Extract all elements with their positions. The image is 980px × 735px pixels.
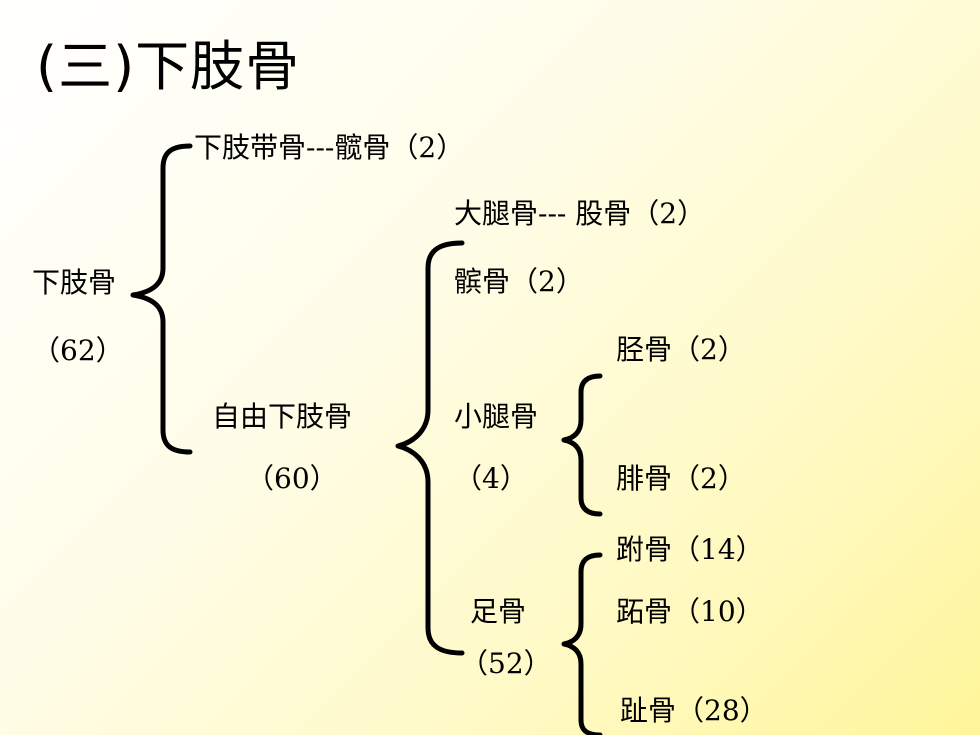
- leg-count: （4）: [454, 462, 528, 495]
- fibula-label: 腓骨（2）: [616, 462, 746, 495]
- free-limb-count: （60）: [246, 462, 338, 495]
- root-brace: [130, 143, 193, 455]
- tarsal-label: 跗骨（14）: [616, 533, 764, 566]
- metatarsal-label: 跖骨（10）: [616, 595, 764, 628]
- root-count: （62）: [32, 334, 124, 367]
- girdle-label: 下肢带骨---髋骨（2）: [194, 131, 465, 164]
- patella-label: 髌骨（2）: [454, 265, 584, 298]
- thigh-label: 大腿骨--- 股骨（2）: [454, 197, 706, 230]
- free-limb-brace: [395, 240, 465, 656]
- tibia-label: 胫骨（2）: [616, 333, 746, 366]
- leg-brace: [561, 373, 603, 517]
- page-title: (三)下肢骨: [36, 35, 301, 98]
- leg-name: 小腿骨: [454, 400, 539, 433]
- root-name: 下肢骨: [32, 266, 117, 299]
- foot-count: （52）: [460, 647, 552, 680]
- phalanges-label: 趾骨（28）: [620, 694, 768, 727]
- foot-name: 足骨: [470, 595, 527, 628]
- foot-brace: [561, 552, 603, 735]
- free-limb-name: 自由下肢骨: [212, 400, 353, 433]
